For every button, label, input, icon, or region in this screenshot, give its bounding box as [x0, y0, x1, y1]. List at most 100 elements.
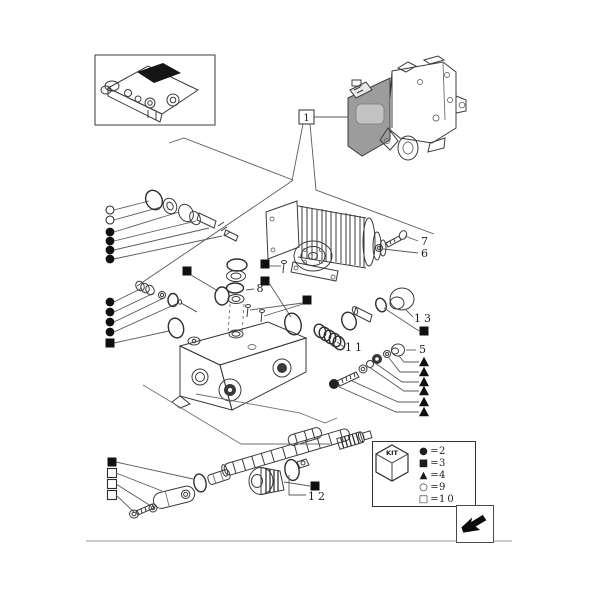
- kit-marker-filled-square: [302, 295, 312, 305]
- washer: [375, 244, 383, 252]
- mounting-plate: [265, 200, 300, 260]
- kit-marker-open-square: [106, 489, 118, 501]
- filled-triangle-icon: ▲: [419, 469, 428, 481]
- bolt-head: [129, 509, 139, 519]
- port: [272, 358, 292, 378]
- end-cap: [389, 287, 415, 311]
- kit-legend-box: KIT ●=2 ■=3 ▲=4 ○=9 □=10: [372, 441, 476, 507]
- kit-marker-filled-circle: [105, 307, 115, 317]
- washer: [383, 350, 391, 358]
- kit-marker-open-square: [106, 467, 118, 479]
- o-ring: [167, 317, 185, 339]
- spool-section: [287, 427, 323, 446]
- port: [191, 368, 209, 386]
- o-ring: [226, 258, 248, 272]
- ref11-label: 11: [345, 341, 365, 354]
- armature: [178, 203, 194, 223]
- coil-face: [293, 240, 333, 272]
- nut: [358, 364, 368, 374]
- link-piece: [296, 458, 310, 469]
- o-ring: [167, 292, 179, 308]
- washer: [148, 503, 158, 513]
- small-screw: [282, 262, 285, 274]
- pole-piece: [372, 231, 382, 261]
- top-port: [228, 329, 244, 339]
- kit-marker-filled-square: [107, 457, 117, 467]
- kit-legend-row: ●=2: [417, 445, 456, 457]
- kit-legend-rows: ●=2 ■=3 ▲=4 ○=9 □=10: [417, 445, 456, 505]
- inset-link-line: [168, 137, 294, 181]
- open-circle-icon: ○: [419, 481, 428, 493]
- base-bracket: [290, 261, 339, 282]
- kit-marker-open-square: [106, 478, 118, 490]
- kit-marker-filled-square: [182, 266, 192, 276]
- bolt-shank: [135, 503, 155, 516]
- kit-marker-filled-circle: [105, 327, 115, 337]
- solenoid-tube: [196, 212, 217, 229]
- inset-solenoid-block: [137, 63, 181, 83]
- washer: [162, 197, 178, 215]
- kit-marker-filled-circle: [105, 297, 115, 307]
- small-spring: [145, 284, 155, 296]
- kit-marker-filled-triangle: [419, 376, 429, 387]
- threaded-shank: [336, 371, 360, 387]
- kit-marker-filled-circle: [105, 236, 115, 246]
- kit-marker-filled-square: [260, 259, 270, 269]
- kit-label: KIT: [386, 449, 398, 457]
- lever-group: [129, 469, 231, 519]
- o-ring: [214, 286, 230, 306]
- o-ring: [284, 312, 302, 336]
- spring-11-group: 11: [313, 323, 365, 354]
- valve-body-main: [171, 312, 308, 411]
- small-screw: [246, 306, 249, 318]
- open-square-icon: □: [418, 493, 429, 505]
- threaded-end: [223, 229, 239, 242]
- mount-tab: [187, 336, 201, 346]
- kit-marker-filled-square: [105, 338, 115, 348]
- kit-marker-filled-triangle: [419, 396, 429, 407]
- kit-marker-open-circle: [105, 215, 115, 225]
- kit-marker-filled-triangle: [419, 356, 429, 367]
- callout-column-b: [105, 287, 177, 348]
- screw7-washer6-group: 7 6: [375, 230, 428, 260]
- lever-link: [152, 485, 196, 509]
- spool-group: 12: [221, 427, 373, 503]
- page-turn-arrow-icon: [461, 514, 487, 533]
- kit-marker-filled-triangle: [419, 406, 429, 417]
- needle-pin: [180, 302, 198, 313]
- kit-marker-filled-triangle: [419, 385, 429, 396]
- mid-left-parts: [135, 280, 198, 339]
- inset-thumbnail: [94, 54, 216, 126]
- valve-piece: [207, 469, 231, 485]
- kit-legend-row: ○=9: [417, 481, 456, 493]
- o-ring: [341, 311, 357, 331]
- washer: [227, 294, 245, 304]
- ref5-label: 5: [419, 343, 426, 356]
- port: [218, 378, 242, 402]
- washer: [158, 291, 166, 299]
- grouping-lines: [142, 384, 338, 445]
- solenoid-coil-body: [265, 200, 387, 282]
- ref1-label: 1: [303, 113, 309, 124]
- kit-marker-filled-circle: [105, 227, 115, 237]
- kit-legend-row: ■=3: [418, 457, 448, 469]
- ref6-label: 6: [421, 247, 428, 260]
- o-ring: [284, 458, 300, 482]
- ref13-label: 13: [414, 312, 434, 325]
- screw: [385, 235, 402, 248]
- inset-frame: [94, 54, 216, 126]
- kit-marker-filled-circle: [105, 245, 115, 255]
- kit-legend-row: □=10: [418, 493, 456, 505]
- kit-legend-row: ▲=4: [417, 469, 456, 481]
- ref7-label: 7: [421, 235, 428, 248]
- o-ring: [375, 297, 387, 313]
- o-ring: [225, 282, 245, 294]
- kit-cube-icon: KIT: [375, 444, 409, 482]
- o-ring: [193, 473, 207, 493]
- kit-marker-filled-circle: [105, 254, 115, 264]
- screw-head: [329, 379, 339, 389]
- page-turn-indicator: [456, 505, 494, 543]
- washer: [226, 270, 246, 282]
